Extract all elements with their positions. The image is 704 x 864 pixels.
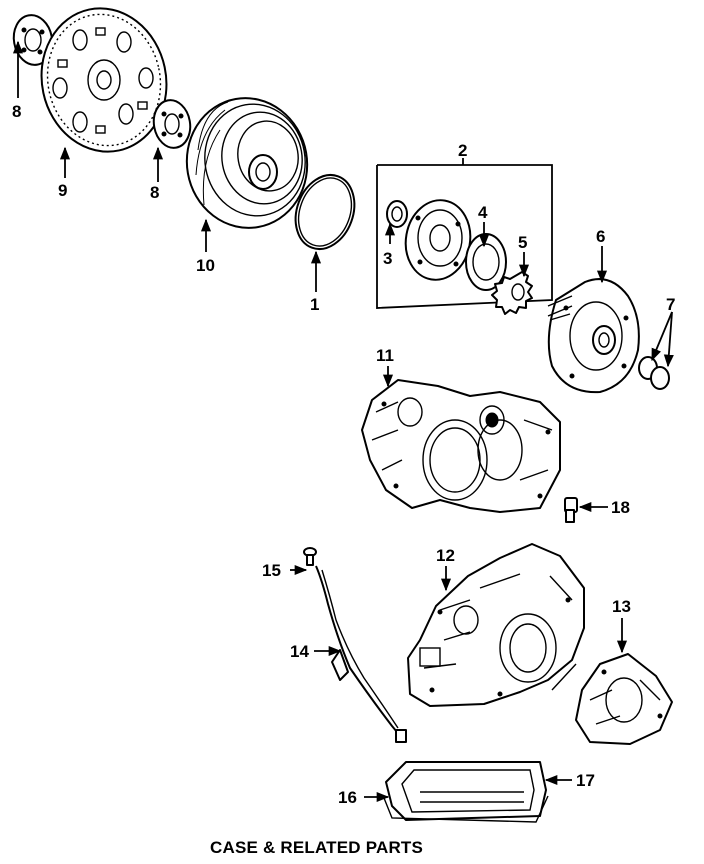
callout-7: 7 — [666, 295, 675, 314]
callout-17: 17 — [576, 771, 595, 790]
o-ring — [294, 174, 356, 250]
callout-18: 18 — [611, 498, 630, 517]
callout-2: 2 — [458, 141, 467, 160]
seal-rings — [638, 356, 670, 390]
callout-15: 15 — [262, 561, 281, 580]
callout-5: 5 — [518, 233, 527, 252]
callout-9: 9 — [58, 181, 67, 200]
callout-8-top: 8 — [12, 102, 21, 121]
flexplate — [40, 7, 168, 153]
callout-labels: 8 9 8 10 1 2 3 4 5 6 7 11 18 12 13 15 14… — [12, 102, 675, 807]
callout-1: 1 — [310, 295, 319, 314]
callout-6: 6 — [596, 227, 605, 246]
pump-body — [404, 199, 472, 281]
callout-8: 8 — [150, 183, 159, 202]
pan-gasket — [383, 795, 549, 823]
extension-housing — [575, 653, 673, 745]
pump-inner-gear — [491, 271, 533, 315]
callout-14: 14 — [290, 642, 309, 661]
callout-13: 13 — [612, 597, 631, 616]
torque-converter — [185, 97, 309, 229]
pump-cover — [547, 278, 640, 394]
pump-outer-gear — [465, 233, 507, 291]
diagram-caption: CASE & RELATED PARTS — [210, 838, 424, 857]
callout-12: 12 — [436, 546, 455, 565]
callout-10: 10 — [196, 256, 215, 275]
callout-16: 16 — [338, 788, 357, 807]
dipstick-cap — [303, 547, 317, 566]
speed-sensor — [564, 497, 578, 523]
pump-kit-box — [376, 158, 553, 309]
callout-4: 4 — [478, 203, 488, 222]
converter-housing — [361, 379, 561, 513]
oil-seal — [386, 200, 408, 228]
callout-11: 11 — [376, 346, 394, 365]
oil-pan — [385, 761, 547, 821]
transaxle-case — [407, 543, 585, 707]
dipstick-tube — [315, 565, 407, 743]
leader-lines — [12, 40, 674, 803]
drive-plate-small — [152, 99, 192, 149]
callout-3: 3 — [383, 249, 392, 268]
